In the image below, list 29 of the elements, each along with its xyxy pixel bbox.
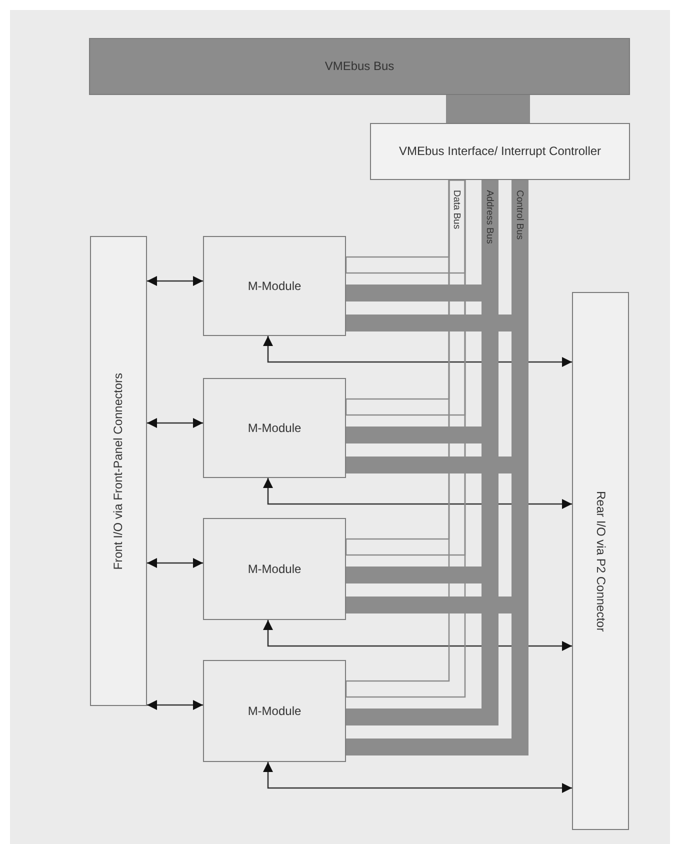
module-box — [203, 378, 346, 478]
bus-connection — [446, 95, 530, 123]
arrow — [147, 558, 203, 568]
interface-controller-box — [370, 123, 630, 180]
arrow — [263, 620, 572, 651]
arrow — [263, 336, 572, 367]
module-box — [203, 518, 346, 620]
box-label: Rear I/O via P2 Connector — [593, 490, 608, 632]
box-label: M-Module — [246, 562, 302, 576]
bus-line — [345, 179, 466, 698]
box-label: Front I/O via Front-Panel Connectors — [111, 372, 126, 570]
arrow — [147, 700, 203, 710]
bus-name-label: Control Bus — [514, 190, 525, 240]
rear-io-panel — [572, 292, 629, 830]
box-label: M-Module — [246, 278, 302, 294]
box-label: VMEbus Interface/ Interrupt Controller — [398, 144, 602, 159]
box-label: M-Module — [246, 704, 302, 718]
arrow — [263, 762, 572, 793]
arrow — [147, 276, 203, 286]
module-box — [203, 660, 346, 762]
bus-name-label: Data Bus — [451, 190, 462, 230]
arrow — [147, 418, 203, 428]
front-io-panel — [90, 236, 147, 706]
module-box — [203, 236, 346, 336]
bus-title: VMEbus Bus — [324, 59, 396, 74]
arrow — [263, 478, 572, 509]
system-bus-band — [89, 38, 630, 95]
bus-name-label: Address Bus — [484, 190, 495, 244]
box-label: M-Module — [246, 420, 302, 436]
